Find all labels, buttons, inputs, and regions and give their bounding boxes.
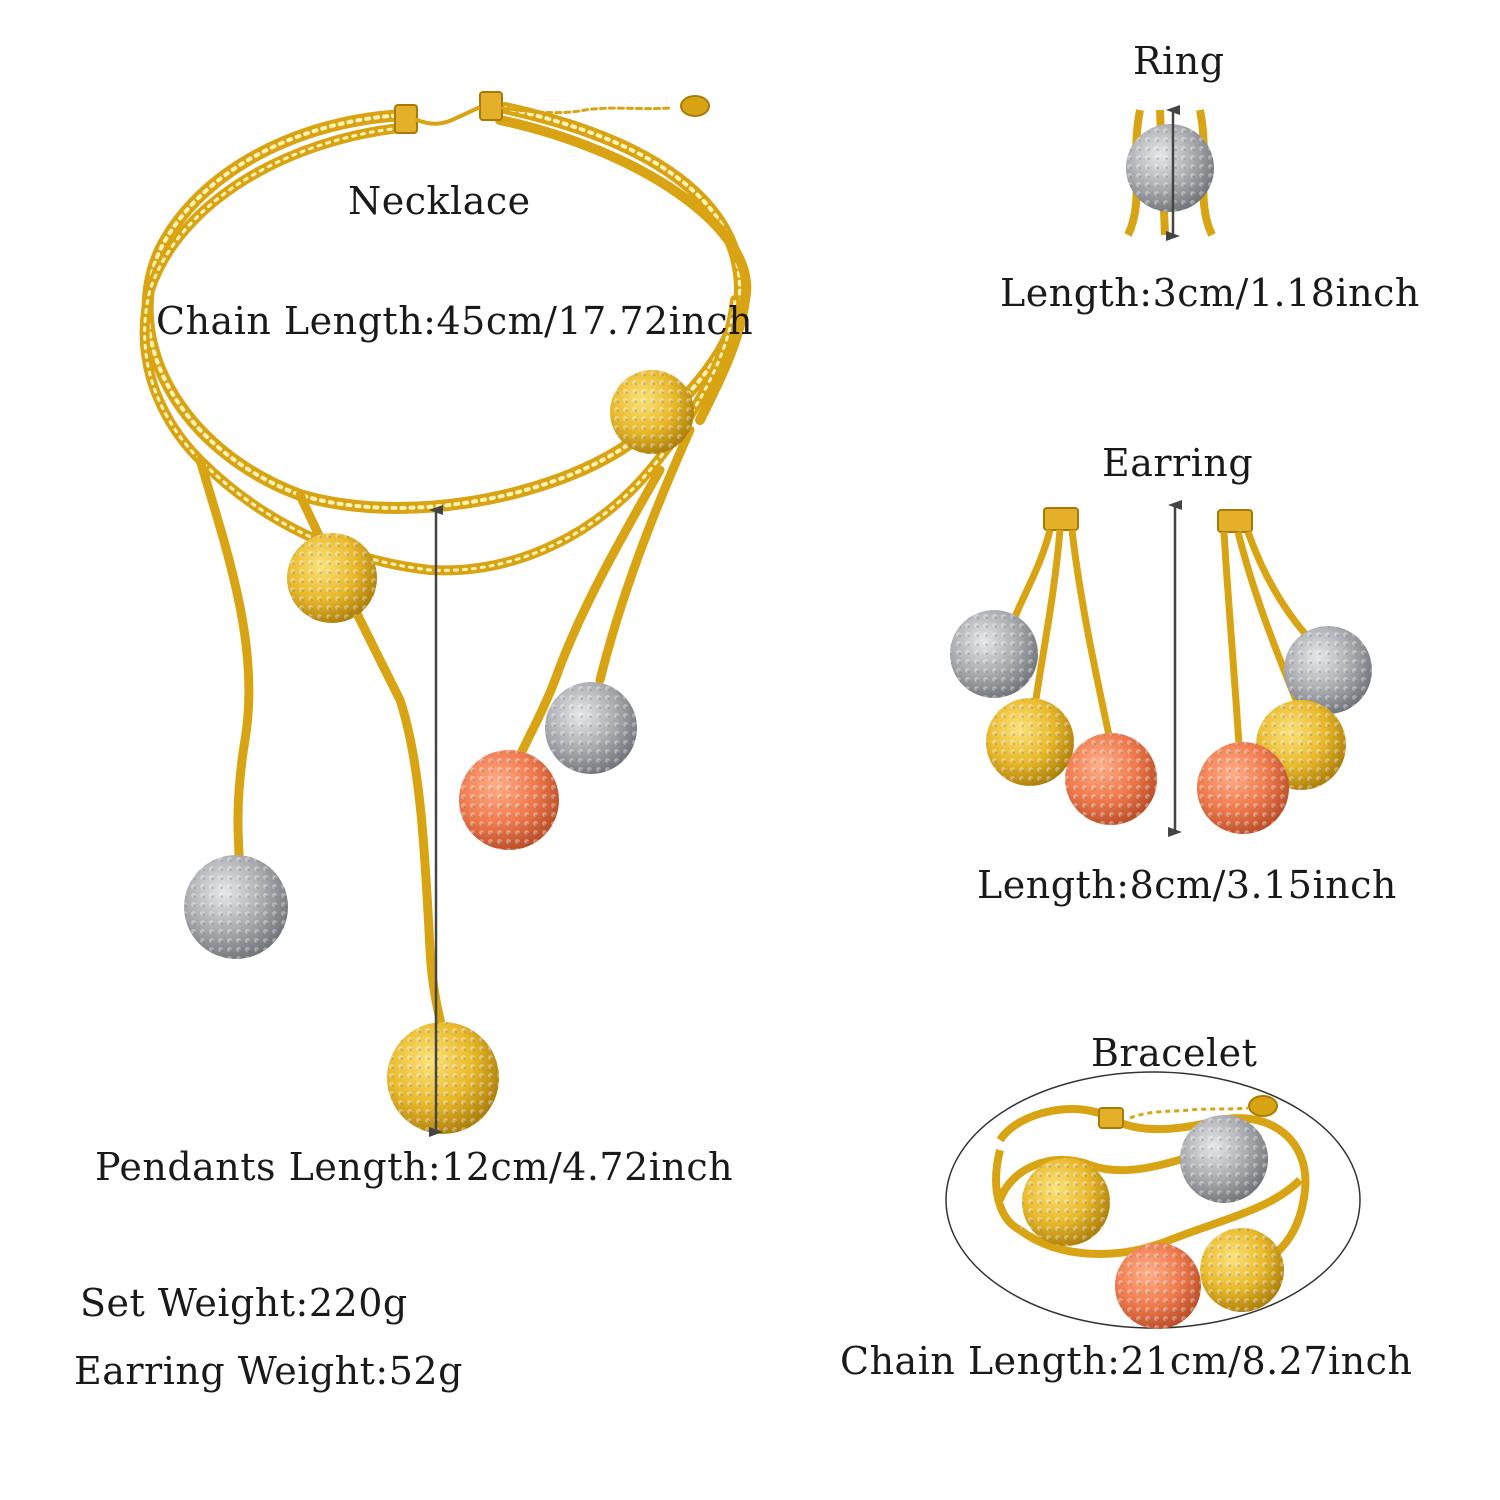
bracelet-ball-gold-left bbox=[1022, 1158, 1110, 1246]
earring-weight: Earring Weight:52g bbox=[74, 1349, 463, 1393]
set-weight: Set Weight:220g bbox=[80, 1281, 408, 1325]
earring-right-ball-silver bbox=[1284, 626, 1372, 714]
necklace-ball-rose bbox=[459, 750, 559, 850]
earring-left-ball-gold bbox=[986, 698, 1074, 786]
ring-title: Ring bbox=[1133, 39, 1225, 83]
necklace-balls bbox=[184, 370, 694, 1134]
necklace-ball-gold-bottom bbox=[387, 1022, 499, 1134]
bracelet-ball-silver bbox=[1180, 1115, 1268, 1203]
bracelet-chain-length: Chain Length:21cm/8.27inch bbox=[840, 1339, 1413, 1383]
necklace-ball-silver-left bbox=[184, 855, 288, 959]
earring-left-ball-silver bbox=[950, 610, 1038, 698]
earring-right-ball-rose bbox=[1197, 742, 1289, 834]
earring-right bbox=[1197, 509, 1372, 834]
necklace-title: Necklace bbox=[348, 179, 531, 223]
necklace-pendants-length: Pendants Length:12cm/4.72inch bbox=[95, 1145, 734, 1189]
ring-length: Length:3cm/1.18inch bbox=[1000, 271, 1420, 315]
earring-left bbox=[950, 507, 1157, 825]
necklace-ball-gold-top bbox=[610, 370, 694, 454]
bracelet-ball-gold-right bbox=[1200, 1228, 1284, 1312]
earring-title: Earring bbox=[1102, 441, 1254, 485]
necklace-chain-length: Chain Length:45cm/17.72inch bbox=[156, 299, 754, 343]
necklace-ball-gold-left bbox=[287, 533, 377, 623]
necklace-clasp bbox=[394, 91, 710, 134]
ring-ball-silver bbox=[1126, 124, 1214, 212]
earring-length: Length:8cm/3.15inch bbox=[977, 863, 1397, 907]
ring bbox=[1124, 105, 1216, 241]
bracelet bbox=[945, 1071, 1361, 1329]
necklace-ball-silver-right bbox=[545, 682, 637, 774]
earring-left-ball-rose bbox=[1065, 733, 1157, 825]
bracelet-ball-rose bbox=[1115, 1243, 1201, 1329]
bracelet-title: Bracelet bbox=[1091, 1031, 1258, 1075]
